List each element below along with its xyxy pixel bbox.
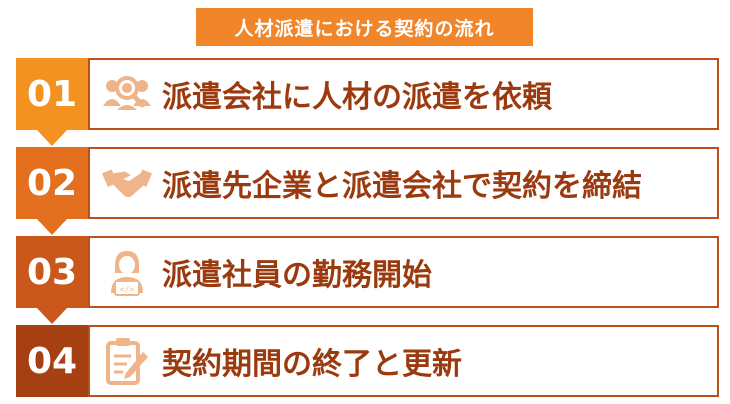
step-3-down-arrow <box>37 308 67 324</box>
step-1: 01 派遣会社に人材の派遣を依頼 <box>16 58 719 146</box>
step-4-box <box>88 325 719 397</box>
step-1-down-arrow <box>37 130 67 146</box>
step-2-box <box>88 147 719 219</box>
step-2-text: 派遣先企業と派遣会社で契約を締結 <box>162 169 642 204</box>
step-4-number: 04 <box>16 325 88 397</box>
step-4-text: 契約期間の終了と更新 <box>162 347 462 382</box>
diagram-title: 人材派遣における契約の流れ <box>196 8 533 46</box>
step-3-box <box>88 236 719 308</box>
contract-pencil-icon <box>102 336 152 386</box>
step-3: 03 </> 派遣社員の勤務開始 <box>16 236 719 324</box>
step-4: 04 契約期間の終了と更新 <box>16 325 719 397</box>
step-1-number: 01 <box>16 58 88 130</box>
people-search-icon <box>102 69 152 119</box>
step-2-number: 02 <box>16 147 88 219</box>
step-1-box <box>88 58 719 130</box>
step-2-down-arrow <box>37 219 67 235</box>
step-2: 02 派遣先企業と派遣会社で契約を締結 <box>16 147 719 235</box>
step-3-text: 派遣社員の勤務開始 <box>162 258 432 293</box>
worker-laptop-icon: </> <box>102 247 152 297</box>
step-1-text: 派遣会社に人材の派遣を依頼 <box>162 80 552 115</box>
svg-text:</>: </> <box>120 285 135 294</box>
handshake-icon <box>102 158 152 208</box>
step-3-number: 03 <box>16 236 88 308</box>
